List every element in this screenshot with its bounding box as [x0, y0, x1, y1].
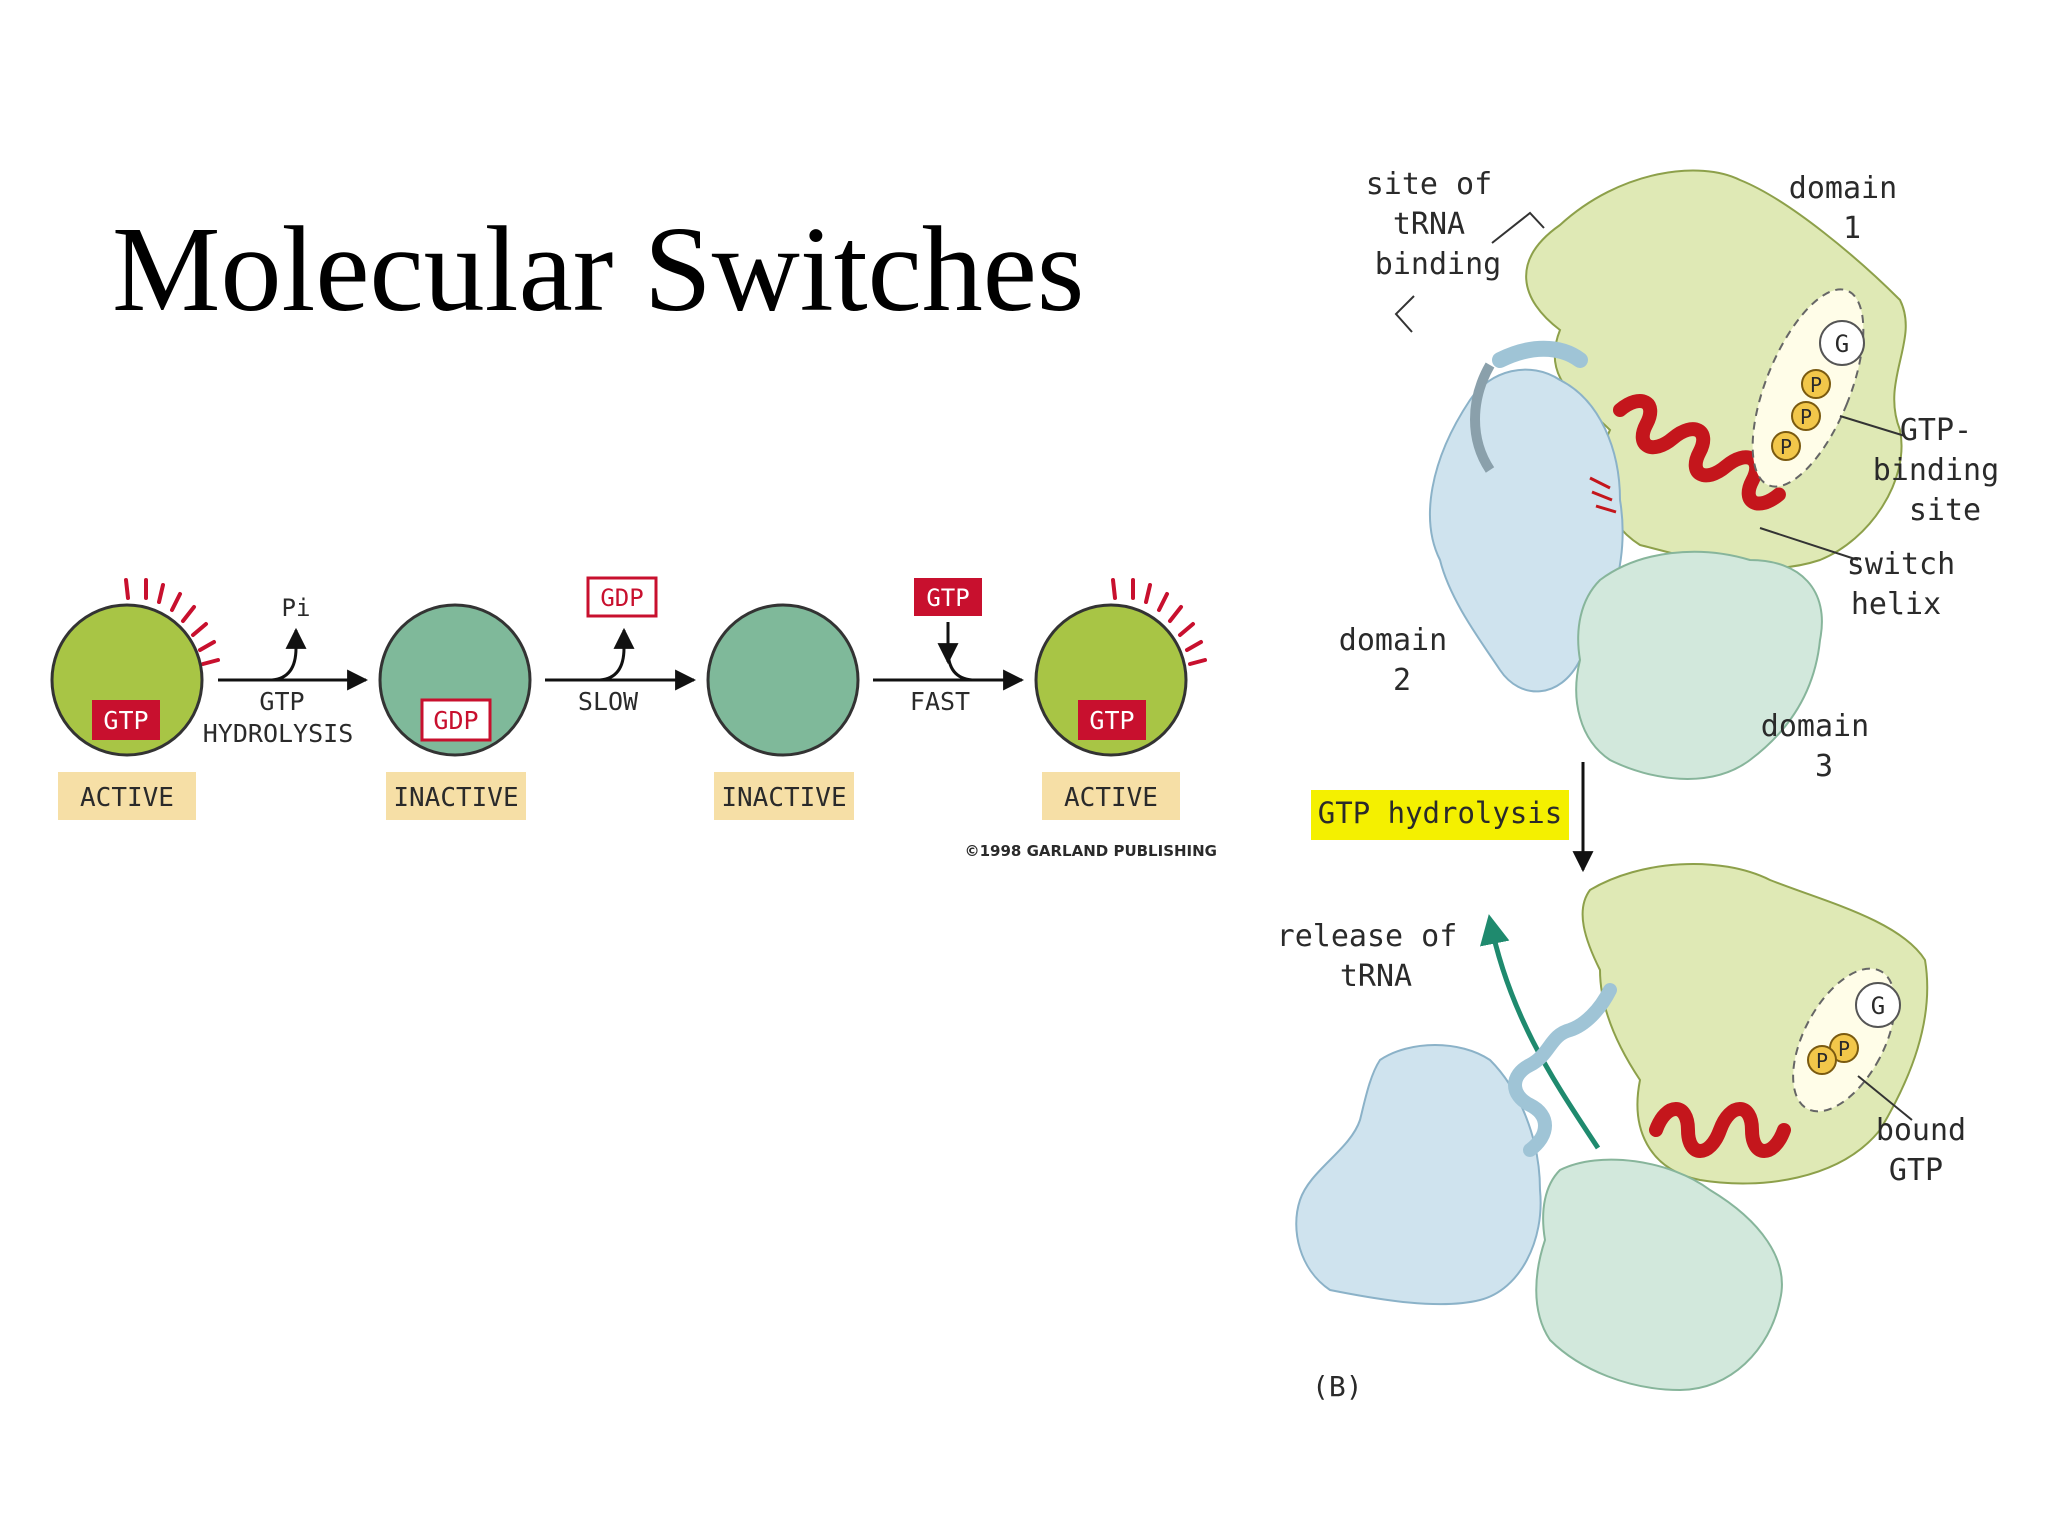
gtp-badge-text: GTP: [103, 706, 148, 735]
inactive-protein-circle: [378, 603, 532, 757]
state-label: INACTIVE: [721, 783, 846, 813]
step-label-line2: HYDROLYSIS: [203, 719, 354, 748]
bound-gtp-label: bound GTP: [1876, 1113, 1984, 1188]
gdp-badge-text: GDP: [433, 706, 478, 735]
phosphate-icon: [1791, 401, 1821, 431]
phosphate-label: P: [1816, 1049, 1828, 1073]
guanine-label: G: [1871, 992, 1885, 1020]
state-label: ACTIVE: [1064, 783, 1158, 813]
trna-release-label: release of tRNA: [1277, 919, 1476, 994]
trna-site-curved-arrow-icon: [1470, 362, 1495, 473]
helix-strain-marks-icon: [1589, 476, 1617, 514]
state-label-box: [714, 772, 854, 820]
domain2-blob: [1295, 1044, 1542, 1306]
step-label-line1: FAST: [910, 687, 970, 716]
activity-rays-icon: [1111, 578, 1207, 666]
phosphate-label: P: [1810, 373, 1822, 397]
phosphate-icon: [1801, 369, 1831, 399]
gdp-badge: [420, 698, 492, 742]
gtp-binding-site-label: GTP- binding site: [1873, 413, 2018, 528]
cycle-state-1: GTP ACTIVE: [50, 578, 220, 820]
switch-helix-label: switch helix: [1847, 547, 1973, 622]
step-label-line1: SLOW: [578, 687, 639, 716]
copyright-notice: ©1998 GARLAND PUBLISHING: [965, 842, 1217, 860]
switch-helix-icon: [1613, 394, 1786, 511]
cycle-step-fast: GTP FAST: [873, 578, 1025, 716]
trna-release-arrow-icon: [1480, 914, 1601, 1150]
state-label-box: [58, 772, 196, 820]
released-pi-label: Pi: [282, 594, 311, 622]
phosphate-label: P: [1800, 405, 1812, 429]
guanine-icon: [1855, 982, 1901, 1028]
hydrolysis-transition: GTP hydrolysis: [1311, 762, 1594, 873]
step-label-line1: GTP: [259, 687, 304, 716]
trna-site-label: site of tRNA binding: [1366, 167, 1511, 282]
panel-b: G P P P site of tRNA binding: [1277, 167, 2018, 1403]
slide-title: Molecular Switches: [112, 202, 1085, 337]
phosphate-label: P: [1838, 1037, 1850, 1061]
cycle-state-4: GTP ACTIVE: [1034, 578, 1207, 820]
empty-protein-circle: [706, 603, 860, 757]
domain2-label: domain 2: [1339, 623, 1465, 698]
phosphate-icon: [1807, 1045, 1837, 1075]
active-protein-circle: [1034, 603, 1188, 757]
domain1-blob: [1525, 169, 1907, 570]
released-gdp-text: GDP: [600, 584, 643, 612]
cycle-step-hydrolysis: Pi GTP HYDROLYSIS: [203, 594, 369, 748]
switch-helix-icon: [1649, 1102, 1791, 1158]
trna-acceptor-icon: [1492, 340, 1588, 368]
state-label-box: [386, 772, 526, 820]
incoming-gtp-box: [914, 578, 982, 616]
linker-wave-icon: [1508, 983, 1617, 1157]
domain3-label: domain 3: [1761, 709, 1887, 784]
structure-gdp-bound: G P P release of tRNA bound GTP: [1277, 862, 1984, 1392]
phosphate-icon: [1771, 431, 1801, 461]
active-protein-circle: [50, 603, 204, 757]
domain3-blob: [1575, 550, 1823, 780]
hydrolysis-label: GTP hydrolysis: [1318, 796, 1562, 830]
domain1-label: domain 1: [1789, 171, 1915, 246]
released-gdp-box: [586, 576, 658, 618]
gtp-badge: [92, 700, 160, 740]
activity-rays-icon: [124, 578, 220, 666]
incoming-gtp-text: GTP: [926, 584, 969, 612]
structure-gtp-bound: G P P P site of tRNA binding: [1339, 167, 2018, 784]
gtpase-cycle: GTP ACTIVE Pi GTP HYDROLYSIS GDP INACTIV…: [50, 576, 1217, 860]
domain3-blob: [1535, 1158, 1783, 1392]
cycle-state-2: GDP INACTIVE: [378, 603, 532, 820]
hydrolysis-highlight: [1311, 790, 1569, 840]
state-label: INACTIVE: [393, 783, 518, 813]
state-label: ACTIVE: [80, 783, 174, 813]
state-label-box: [1042, 772, 1180, 820]
phosphate-label: P: [1780, 435, 1792, 459]
panel-tag: (B): [1312, 1370, 1363, 1403]
gtp-badge-text: GTP: [1089, 706, 1134, 735]
cycle-step-slow: GDP SLOW: [545, 576, 697, 716]
cycle-state-3: INACTIVE: [706, 603, 860, 820]
gtp-badge: [1078, 700, 1146, 740]
guanine-icon: [1819, 320, 1865, 366]
guanine-label: G: [1835, 330, 1849, 358]
